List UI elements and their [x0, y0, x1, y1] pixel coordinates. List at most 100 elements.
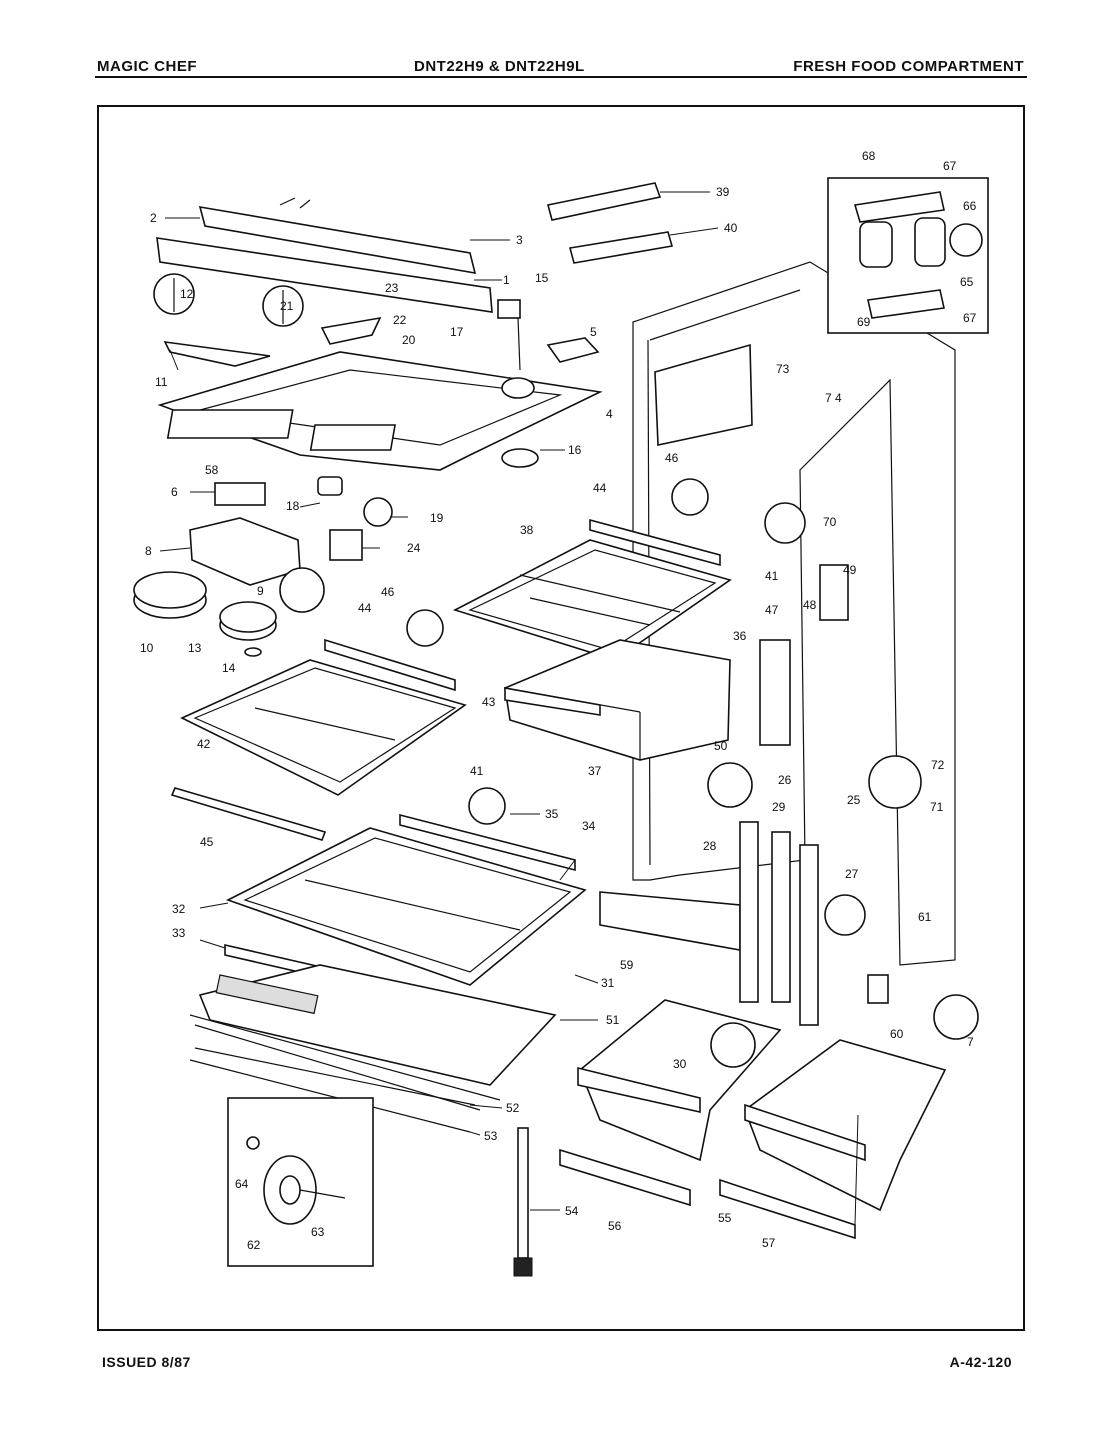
callout-5: 5 — [590, 325, 597, 339]
callout-61: 61 — [918, 910, 932, 924]
top-cover-panel — [157, 351, 603, 471]
callout-59: 59 — [620, 958, 634, 972]
section-title: FRESH FOOD COMPARTMENT — [793, 58, 1024, 75]
callout-12: 12 — [180, 287, 194, 301]
callout-72: 72 — [931, 758, 945, 772]
callout-18: 18 — [286, 499, 300, 513]
callout-27: 27 — [845, 867, 859, 881]
callout-21: 21 — [280, 299, 294, 313]
callout-52: 52 — [506, 1101, 520, 1115]
callout-6: 6 — [171, 485, 178, 499]
callout-2: 2 — [150, 211, 157, 225]
callout-11: 11 — [155, 375, 168, 389]
callout-60: 60 — [890, 1027, 904, 1041]
document-code: A-42-120 — [949, 1354, 1012, 1370]
rail-56 — [559, 1148, 691, 1207]
callout-37: 37 — [588, 764, 602, 778]
callout-46b: 46 — [381, 585, 395, 599]
callout-32: 32 — [172, 902, 186, 916]
callout-41b: 41 — [470, 764, 484, 778]
callout-9: 9 — [257, 584, 264, 598]
callout-55: 55 — [718, 1211, 732, 1225]
callout-28: 28 — [703, 839, 717, 853]
callout-73: 73 — [776, 362, 790, 376]
header-rule — [95, 76, 1027, 78]
model-numbers: DNT22H9 & DNT22H9L — [414, 58, 585, 75]
callout-74: 7 4 — [825, 391, 842, 405]
callout-56: 56 — [608, 1219, 622, 1233]
detail-circles-right — [406, 478, 979, 1068]
cabinet-liner — [632, 261, 956, 966]
callout-4: 4 — [606, 407, 613, 421]
middle-shelf — [180, 638, 467, 796]
callout-49: 49 — [843, 563, 857, 577]
callout-29: 29 — [772, 800, 786, 814]
callout-41a: 41 — [765, 569, 779, 583]
callout-labels: 1 2 3 4 5 6 7 8 9 10 11 12 13 14 15 16 1… — [140, 149, 977, 1252]
callout-68: 68 — [862, 149, 876, 163]
callout-13: 13 — [188, 641, 202, 655]
control-knob — [497, 299, 535, 399]
hinge-inset — [827, 177, 989, 334]
rail-52 — [194, 1047, 476, 1106]
callout-17: 17 — [450, 325, 464, 339]
callout-22: 22 — [393, 313, 407, 327]
callout-25: 25 — [847, 793, 861, 807]
callout-58: 58 — [205, 463, 219, 477]
shelf-ladders — [739, 821, 819, 1026]
roller-inset — [227, 1097, 374, 1267]
upper-shelf — [452, 518, 732, 661]
callout-16: 16 — [568, 443, 582, 457]
callout-47: 47 — [765, 603, 779, 617]
callout-57: 57 — [762, 1236, 776, 1250]
callout-54: 54 — [565, 1204, 579, 1218]
callout-20: 20 — [402, 333, 416, 347]
callout-1: 1 — [503, 273, 510, 287]
brand-label: MAGIC CHEF — [97, 58, 197, 75]
callout-39: 39 — [716, 185, 730, 199]
callout-44b: 44 — [358, 601, 372, 615]
callout-19: 19 — [430, 511, 444, 525]
callout-14: 14 — [222, 661, 236, 675]
callout-42: 42 — [197, 737, 211, 751]
rail-40 — [568, 231, 674, 264]
callout-8: 8 — [145, 544, 152, 558]
callout-71: 71 — [930, 800, 944, 814]
callout-23: 23 — [385, 281, 399, 295]
part-5-bracket — [546, 337, 600, 363]
callout-67b: 67 — [963, 311, 977, 325]
part-16-disc — [501, 448, 539, 468]
callout-69: 69 — [857, 315, 871, 329]
callout-40: 40 — [724, 221, 738, 235]
callout-15: 15 — [535, 271, 549, 285]
leader-lines — [159, 191, 859, 1226]
rail-57 — [719, 1178, 856, 1240]
callout-51: 51 — [606, 1013, 620, 1027]
callout-7: 7 — [967, 1035, 974, 1049]
callout-3: 3 — [516, 233, 523, 247]
callout-30: 30 — [673, 1057, 687, 1071]
callout-64: 64 — [235, 1177, 249, 1191]
callout-10: 10 — [140, 641, 154, 655]
callout-31: 31 — [601, 976, 615, 990]
callout-62: 62 — [247, 1238, 261, 1252]
detail-circles-top — [153, 273, 382, 367]
control-components — [133, 476, 393, 657]
crisper-slide-59 — [599, 891, 741, 951]
issue-date: ISSUED 8/87 — [102, 1354, 191, 1370]
callout-48: 48 — [803, 598, 817, 612]
callout-46a: 46 — [665, 451, 679, 465]
callout-67a: 67 — [943, 159, 957, 173]
callout-35: 35 — [545, 807, 559, 821]
callout-70: 70 — [823, 515, 837, 529]
callout-24: 24 — [407, 541, 421, 555]
callout-38: 38 — [520, 523, 534, 537]
rail-39 — [547, 182, 662, 221]
callout-34: 34 — [582, 819, 596, 833]
callout-65: 65 — [960, 275, 974, 289]
callout-53: 53 — [484, 1129, 498, 1143]
callout-66: 66 — [963, 199, 977, 213]
adjuster-rod — [513, 1127, 533, 1277]
callout-36: 36 — [733, 629, 747, 643]
